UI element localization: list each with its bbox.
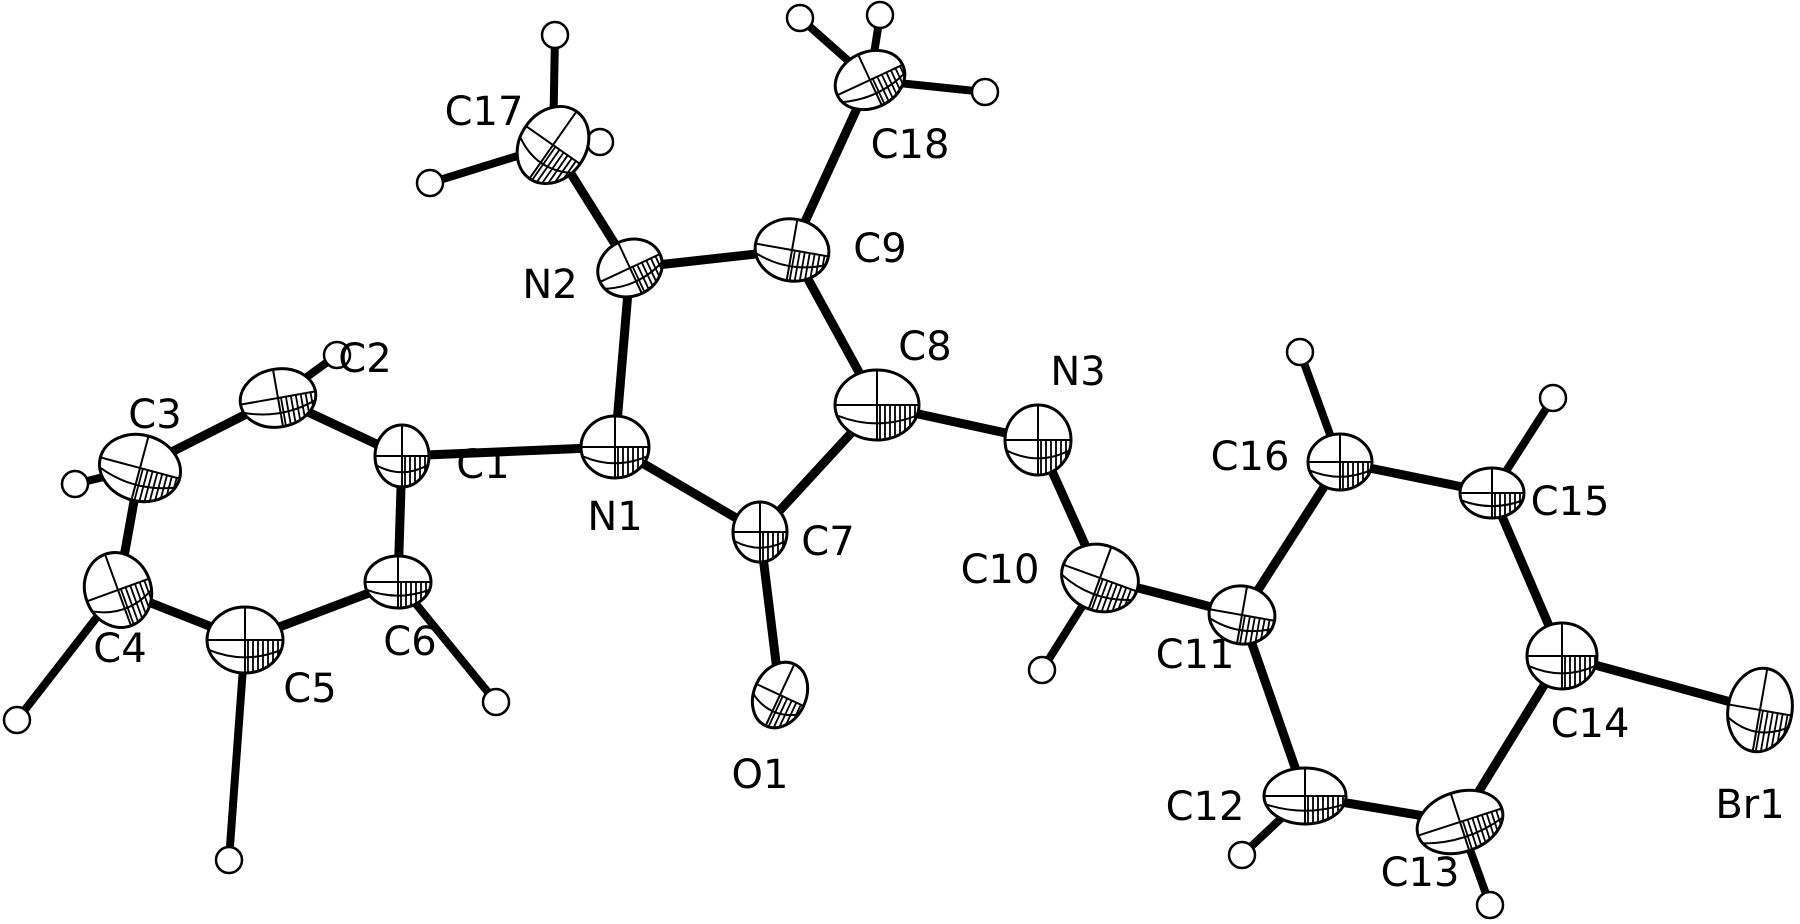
hydrogen-atom-layer (2, 0, 1568, 920)
atom-label-c17: C17 (445, 89, 524, 135)
hydrogen-atom (481, 687, 511, 717)
hydrogen-atom (540, 20, 570, 50)
atom-c1 (373, 423, 431, 489)
atom-c14 (1525, 621, 1599, 691)
hydrogen-atom (2, 705, 32, 735)
atom-label-c12: C12 (1166, 784, 1245, 830)
hydrogen-atom (1027, 655, 1057, 685)
atom-label-c11: C11 (1156, 632, 1235, 678)
atom-label-c13: C13 (1381, 850, 1460, 896)
bond-c5-h (225, 636, 249, 864)
atom-c6 (363, 554, 433, 610)
hydrogen-atom (865, 0, 895, 30)
atom-c16 (1306, 432, 1374, 492)
atom-label-c7: C7 (801, 519, 854, 565)
atom-label-c16: C16 (1211, 434, 1290, 480)
atom-n2 (596, 237, 669, 299)
atom-label-c8: C8 (898, 324, 951, 370)
atom-n1 (579, 414, 651, 480)
atom-label-c10: C10 (961, 547, 1040, 593)
atom-layer (82, 48, 1794, 856)
atom-c8 (833, 368, 921, 442)
atom-label-c18: C18 (871, 122, 950, 168)
atom-label-n1: N1 (587, 494, 642, 540)
atom-label-c2: C2 (338, 336, 391, 382)
hydrogen-atom (322, 340, 352, 370)
bond-c11-c12 (1237, 610, 1310, 801)
atom-c15 (1458, 466, 1526, 520)
atom-o1 (750, 660, 810, 736)
atom-c10 (1060, 542, 1140, 623)
bond-c1-n1 (397, 442, 620, 461)
atom-c11 (1207, 584, 1277, 649)
hydrogen-atom (1475, 890, 1505, 920)
atom-c3 (97, 432, 183, 510)
atom-label-c5: C5 (283, 666, 336, 712)
atom-c2 (238, 367, 318, 429)
hydrogen-atom (415, 168, 445, 198)
atom-label-n3: N3 (1050, 349, 1105, 395)
hydrogen-atom (970, 77, 1000, 107)
atom-label-n2: N2 (522, 262, 577, 308)
atom-label-c3: C3 (128, 392, 181, 438)
hydrogen-atom (785, 3, 815, 33)
atom-label-o1: O1 (732, 752, 789, 798)
atom-label-c14: C14 (1551, 701, 1630, 747)
atom-label-c1: C1 (456, 442, 509, 488)
hydrogen-atom (1227, 840, 1257, 870)
atom-label-c15: C15 (1531, 479, 1610, 525)
hydrogen-atom (1285, 337, 1315, 367)
atom-c4 (82, 551, 159, 629)
hydrogen-atom (585, 127, 615, 157)
atom-label-c9: C9 (853, 226, 906, 272)
hydrogen-atom (60, 469, 90, 499)
atom-c9 (753, 217, 831, 287)
hydrogen-atom (1538, 383, 1568, 413)
atom-label-c4: C4 (93, 626, 146, 672)
atom-n3 (1003, 403, 1073, 477)
atom-c5 (205, 605, 285, 675)
atom-c13 (1415, 788, 1512, 856)
atom-label-br1: Br1 (1715, 782, 1784, 828)
atom-br1 (1726, 666, 1794, 757)
label-layer: C1C2C3C4C5C6N1N2C7C8C9C17C18O1N3C10C11C1… (93, 89, 1784, 896)
atom-label-c6: C6 (383, 619, 436, 665)
atom-c17 (515, 104, 591, 196)
atom-c12 (1262, 766, 1348, 826)
bond-layer (113, 75, 1765, 827)
hydrogen-atom (214, 845, 244, 875)
atom-c7 (731, 500, 789, 564)
